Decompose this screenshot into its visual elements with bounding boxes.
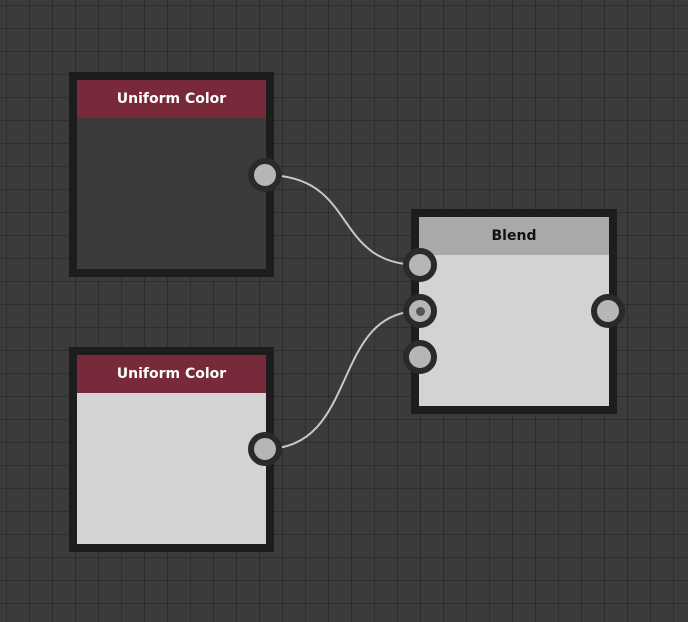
- blend-input-port-1[interactable]: [403, 248, 437, 282]
- wire-uniform-color-1-to-blend: [264, 174, 421, 266]
- uniform-color-node-2[interactable]: Uniform Color: [69, 347, 274, 552]
- blend-input-port-3[interactable]: [403, 340, 437, 374]
- blend-input-port-2[interactable]: [403, 294, 437, 328]
- uniform-color-node-1[interactable]: Uniform Color: [69, 72, 274, 277]
- blend-node[interactable]: Blend: [411, 209, 617, 414]
- uniform-color-node-1-body: [77, 118, 266, 269]
- uniform-color-node-1-header[interactable]: Uniform Color: [77, 80, 266, 118]
- uniform-color-2-output-port[interactable]: [248, 432, 282, 466]
- uniform-color-1-output-port[interactable]: [248, 158, 282, 192]
- blend-node-body: [419, 255, 609, 406]
- blend-output-port[interactable]: [591, 294, 625, 328]
- uniform-color-node-2-body: [77, 393, 266, 544]
- wire-uniform-color-2-to-blend: [264, 310, 421, 450]
- blend-node-header[interactable]: Blend: [419, 217, 609, 255]
- blend-input-port-2-selected-dot: [415, 306, 425, 316]
- uniform-color-node-2-header[interactable]: Uniform Color: [77, 355, 266, 393]
